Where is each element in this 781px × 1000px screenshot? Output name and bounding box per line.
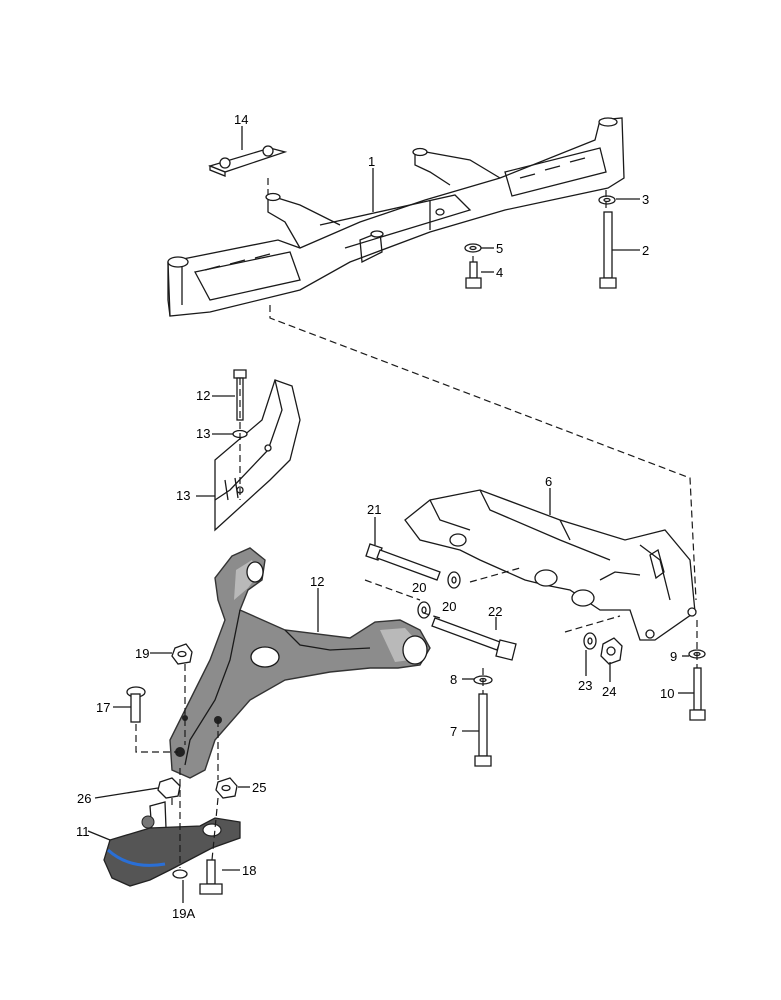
washer-20-lower: [417, 601, 431, 619]
label-26: 26: [77, 791, 91, 806]
bolt-4: [465, 261, 482, 289]
label-20-upper: 20: [412, 580, 426, 595]
label-2: 2: [642, 243, 649, 258]
nut-25: [215, 777, 238, 799]
bolt-17: [126, 686, 146, 723]
label-8: 8: [450, 672, 457, 687]
label-12: 12: [310, 574, 324, 589]
deflector-shield-part: [214, 379, 301, 532]
label-15: 13: [196, 426, 210, 441]
bolt-7: [474, 693, 492, 767]
bolt-22: [431, 617, 517, 661]
nut-26: [157, 777, 181, 799]
label-11: 11: [76, 824, 90, 839]
washer-3: [598, 195, 616, 205]
label-16: 14: [234, 112, 248, 127]
subframe-bracket-part: [404, 489, 697, 641]
bolt-18: [199, 859, 223, 895]
bolt-2: [599, 211, 617, 289]
label-7: 7: [450, 724, 457, 739]
bolt-21: [365, 543, 441, 581]
label-25: 25: [252, 780, 266, 795]
label-24: 24: [602, 684, 616, 699]
washer-8: [473, 675, 493, 685]
washer-23: [583, 632, 597, 650]
label-23: 23: [578, 678, 592, 693]
leader-lines: [87, 126, 694, 903]
label-18: 18: [242, 863, 256, 878]
label-9: 9: [670, 649, 677, 664]
label-14: 12: [196, 388, 210, 403]
crossmember-part: [167, 117, 625, 317]
bolt-10: [689, 667, 706, 721]
washer-5: [464, 243, 482, 253]
control-arm-part: [169, 547, 431, 779]
label-6: 6: [545, 474, 552, 489]
label-20-lower: 20: [442, 599, 456, 614]
part-labels: 14 1 3 2 5 4 12 13 13 6 21 12 20 20 22 1…: [76, 112, 677, 921]
label-22: 22: [488, 604, 502, 619]
label-3: 3: [642, 192, 649, 207]
washer-20-upper: [447, 571, 461, 589]
label-21: 21: [367, 502, 381, 517]
label-19a: 19A: [172, 906, 195, 921]
label-10: 10: [660, 686, 674, 701]
nut-19: [171, 643, 193, 665]
label-13: 13: [176, 488, 190, 503]
label-5: 5: [496, 241, 503, 256]
label-4: 4: [496, 265, 503, 280]
label-19: 19: [135, 646, 149, 661]
label-17: 17: [96, 700, 110, 715]
washer-19a: [172, 869, 188, 879]
nut-24: [600, 637, 623, 665]
ball-joint-part: [103, 801, 241, 887]
label-1: 1: [368, 154, 375, 169]
mounting-plate-part: [208, 145, 288, 177]
